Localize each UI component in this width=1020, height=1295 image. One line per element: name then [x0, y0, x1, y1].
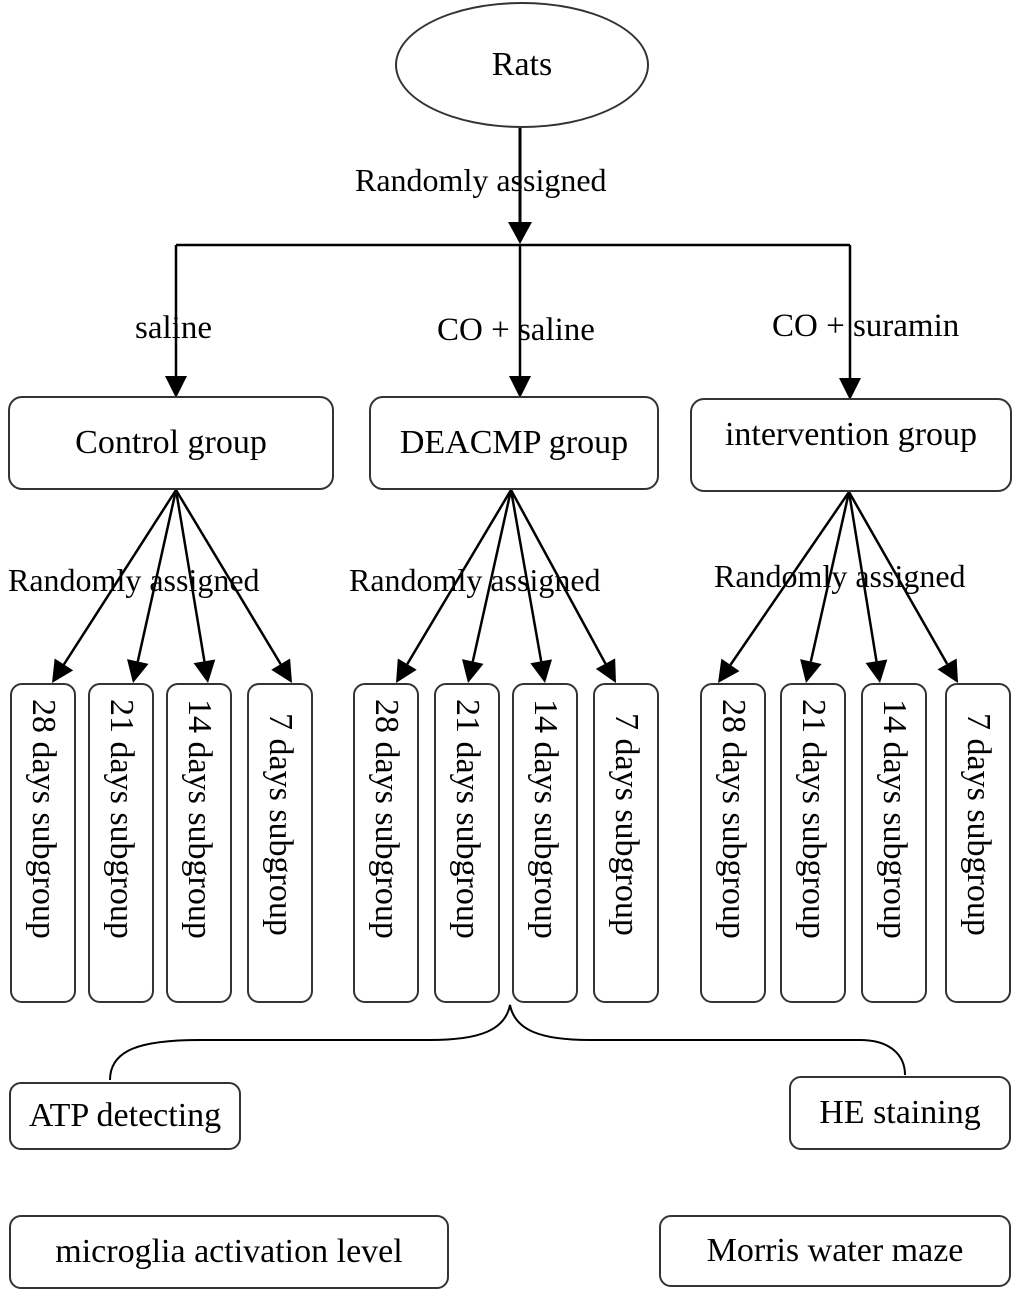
fan-arrowhead-deacmp-2 — [530, 659, 553, 683]
fan-arrowhead-deacmp-1 — [462, 659, 484, 683]
fan-arrowhead-control-3 — [271, 658, 292, 683]
subgroup-label: 21 days subgroup — [449, 699, 486, 939]
subgroup-label: 7 days subgroup — [262, 713, 299, 936]
subgroup-label: 28 days subgroup — [25, 699, 62, 939]
outcome-label: ATP detecting — [28, 1097, 222, 1134]
group-deacmp-label: DEACMP group — [399, 424, 629, 461]
fan-arrow-deacmp-2 — [509, 489, 543, 662]
subgroup-control-28: 28 days subgroup — [10, 683, 76, 1003]
outcome-he-staining: HE staining — [789, 1076, 1011, 1150]
fan-arrow-control-0 — [62, 489, 178, 666]
fan-arrow-deacmp-3 — [509, 489, 607, 665]
fan-arrowhead-intervention-3 — [937, 658, 958, 683]
subgroup-control-7: 7 days subgroup — [247, 683, 313, 1003]
subgroup-intervention-14: 14 days subgroup — [861, 683, 927, 1003]
edge-label-co-saline: CO + saline — [437, 312, 595, 348]
subgroup-intervention-28: 28 days subgroup — [700, 683, 766, 1003]
subgroup-label: 7 days subgroup — [960, 713, 997, 936]
fan-arrow-intervention-1 — [809, 491, 851, 662]
top-edge-label: Randomly assigned — [355, 162, 607, 198]
fan-arrow-intervention-2 — [847, 491, 878, 662]
outcome-atp-detecting: ATP detecting — [9, 1082, 241, 1150]
fan-arrowhead-deacmp-3 — [595, 658, 616, 683]
subgroup-intervention-21: 21 days subgroup — [780, 683, 846, 1003]
subgroup-deacmp-21: 21 days subgroup — [434, 683, 500, 1003]
outcome-brace — [109, 1004, 906, 1081]
outcome-label: Morris water maze — [706, 1232, 964, 1269]
fan-arrowhead-control-2 — [193, 659, 216, 683]
fan-arrowhead-intervention-2 — [865, 659, 888, 683]
root-node-rats: Rats — [395, 2, 649, 128]
fan-arrowhead-deacmp-0 — [396, 658, 417, 683]
edge-label-saline: saline — [135, 310, 212, 346]
subgroup-control-14: 14 days subgroup — [166, 683, 232, 1003]
subgroup-label: 28 days subgroup — [368, 699, 405, 939]
subgroup-label: 14 days subgroup — [527, 699, 564, 939]
fan-arrow-intervention-3 — [847, 491, 949, 665]
subgroup-deacmp-28: 28 days subgroup — [353, 683, 419, 1003]
edge-label-co-suramin: CO + suramin — [772, 308, 960, 344]
drop-intervention-arrowhead — [839, 378, 861, 400]
drop-deacmp-arrowhead — [509, 376, 531, 398]
fan-arrow-control-1 — [136, 489, 178, 662]
outcome-microglia-activation: microglia activation level — [9, 1215, 449, 1289]
assign-label-deacmp: Randomly assigned — [349, 562, 601, 598]
group-control: Control group — [8, 396, 334, 490]
subgroup-label: 14 days subgroup — [876, 699, 913, 939]
fan-arrow-deacmp-1 — [471, 489, 513, 662]
fan-arrow-control-3 — [174, 489, 282, 665]
group-deacmp: DEACMP group — [369, 396, 659, 490]
group-intervention-label: intervention group — [724, 416, 978, 453]
subgroup-intervention-7: 7 days subgroup — [945, 683, 1011, 1003]
subgroup-deacmp-14: 14 days subgroup — [512, 683, 578, 1003]
outcome-label: microglia activation level — [55, 1233, 403, 1270]
subgroup-label: 21 days subgroup — [103, 699, 140, 939]
fan-arrowhead-control-0 — [52, 658, 74, 683]
fan-arrowhead-intervention-0 — [718, 658, 740, 683]
subgroup-label: 14 days subgroup — [181, 699, 218, 939]
subgroup-deacmp-7: 7 days subgroup — [593, 683, 659, 1003]
fan-arrow-deacmp-0 — [406, 489, 513, 665]
root-label: Rats — [491, 46, 553, 83]
fan-arrow-control-2 — [174, 489, 206, 662]
fan-arrow-intervention-0 — [729, 491, 851, 666]
drop-control-arrowhead — [165, 376, 187, 398]
outcome-label: HE staining — [819, 1094, 981, 1131]
subgroup-label: 21 days subgroup — [795, 699, 832, 939]
group-control-label: Control group — [75, 424, 267, 461]
fan-arrowhead-control-1 — [127, 659, 149, 683]
subgroup-label: 7 days subgroup — [608, 713, 645, 936]
assign-label-intervention: Randomly assigned — [714, 558, 966, 594]
fan-arrowhead-intervention-1 — [800, 659, 822, 683]
outcome-morris-water-maze: Morris water maze — [659, 1215, 1011, 1287]
root-arrowhead — [508, 222, 532, 244]
group-intervention: intervention group — [690, 398, 1012, 492]
assign-label-control: Randomly assigned — [8, 562, 260, 598]
subgroup-label: 28 days subgroup — [715, 699, 752, 939]
subgroup-control-21: 21 days subgroup — [88, 683, 154, 1003]
